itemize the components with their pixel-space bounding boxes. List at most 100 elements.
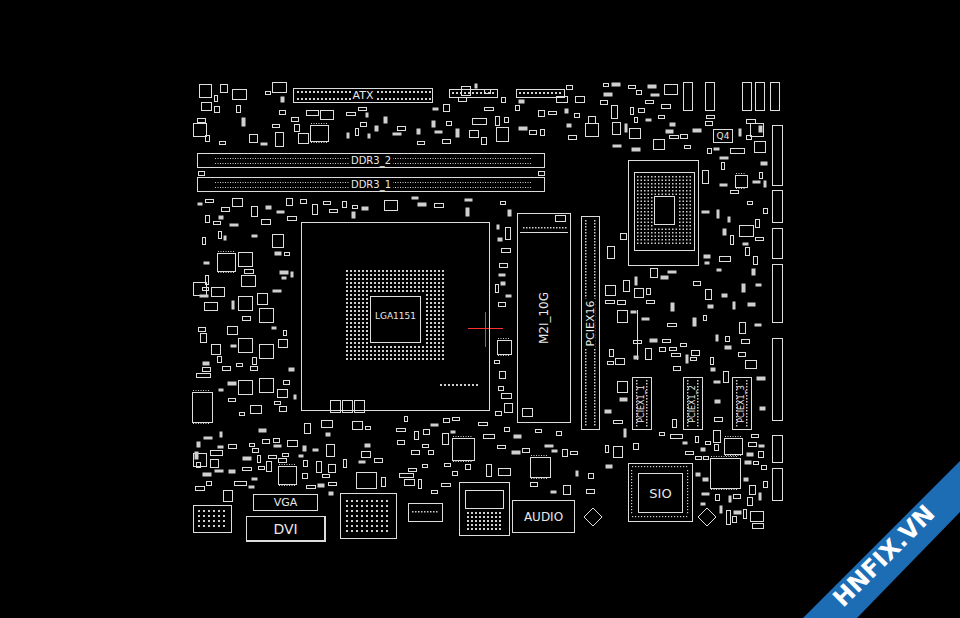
socket-pin [438,302,440,304]
sio-pin [683,466,684,467]
sio-pin [665,466,666,467]
pin-header [773,191,783,223]
pcie-pin [594,259,596,261]
socket-pin [426,270,428,272]
header-pin [476,92,478,94]
bga-ball [658,183,660,185]
dimm-pin [215,163,216,164]
dimm-pin [268,182,269,183]
dimm-pin [248,163,249,164]
dimm-pin [500,187,501,188]
port-pin [371,515,373,517]
bga-ball [665,229,667,231]
bga-ball [648,201,650,203]
dimm-pin [240,158,241,159]
dimm-pin [495,187,496,188]
sio-pin [687,497,688,498]
pcie-pin [585,388,587,390]
dimm-pin [530,158,531,159]
pin-header [771,83,780,111]
port-pin [471,520,473,522]
socket-pin [398,278,400,280]
sio-pin [631,503,632,504]
port-pin [386,515,388,517]
pcie-pin [594,415,596,417]
pcie-pin [594,256,596,258]
bga-ball [658,229,660,231]
pcie-pin [585,406,587,408]
port-pin [208,510,210,512]
socket-pin [362,274,364,276]
ic-chip [193,393,213,423]
port-pin [223,520,225,522]
port-pin [213,515,215,517]
bga-ball [637,243,639,245]
dimm-pin [283,187,284,188]
atx-pin [297,91,299,93]
socket-pin [394,354,396,356]
dimm-pin [490,182,491,183]
bga-ball [648,211,650,213]
socket-pin [434,318,436,320]
dimm-pin [470,187,471,188]
smd-part [432,121,436,128]
bga-ball [644,187,646,189]
port-pin [203,510,205,512]
header-pin [519,92,521,94]
dimm-pin [430,187,431,188]
component [589,117,596,124]
pcie-pin [594,382,596,384]
socket-pin [362,298,364,300]
socket-pin [350,322,352,324]
dimm-pin [520,163,521,164]
port-pin [223,525,225,527]
socket-pin [358,346,360,348]
bga-ball [658,236,660,238]
socket-pin [430,290,432,292]
ic-pin [326,123,327,124]
bga-ball [690,204,692,206]
port-pin [433,511,435,513]
port-pin [376,530,378,532]
dimm-pin [313,182,314,183]
port-pin [198,525,200,527]
socket-pin [438,338,440,340]
dimm-pin [508,187,509,188]
port-pin [361,510,363,512]
ic-pin [716,456,717,457]
dimm-pin [335,187,336,188]
atx-pin [389,98,391,100]
port-pin [371,500,373,502]
pcie-pin [585,361,587,363]
socket-pin [442,302,444,304]
hdmi-port [409,504,443,522]
socket-pad-group [440,384,478,386]
dimm-pin [488,163,489,164]
sio-pin [671,516,672,517]
bga-ball [690,197,692,199]
dimm-pin [515,187,516,188]
socket-pin [442,350,444,352]
dimm-pin [315,158,316,159]
dimm-pin [310,163,311,164]
dimm-pin [238,187,239,188]
socket-pin [346,338,348,340]
dimm-pin [400,182,401,183]
pcie-pin [585,265,587,267]
ic-pin [228,272,229,273]
port-pin [467,528,469,530]
atx-pin [405,98,407,100]
dimm-pin [458,158,459,159]
dimm-pin [395,187,396,188]
bga-ball [644,229,646,231]
socket-pad [452,384,454,386]
socket-pin [442,278,444,280]
atx-pin [401,98,403,100]
port-pin [491,520,493,522]
dimm-pin [248,158,249,159]
dimm-pin [395,182,396,183]
sio-pin [677,516,678,517]
socket-pin [362,314,364,316]
socket-pin [378,346,380,348]
socket-pin [366,342,368,344]
